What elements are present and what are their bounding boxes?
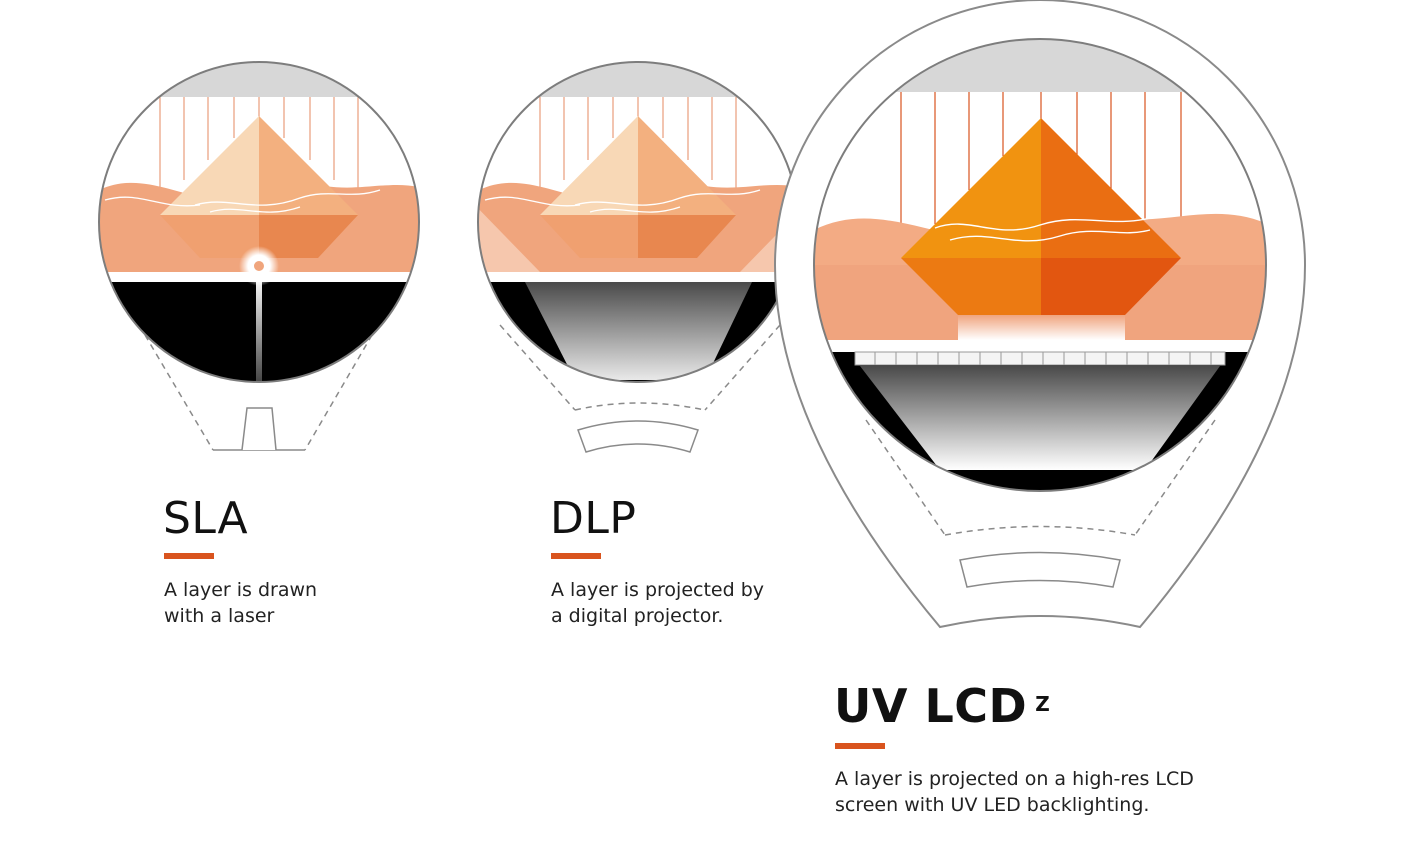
model-right [638, 215, 736, 258]
lcd-screen [854, 351, 1226, 366]
model-left [540, 215, 638, 258]
dlp-description-line2: a digital projector. [551, 605, 724, 627]
sla-title: SLA [163, 493, 249, 544]
model-left-top [901, 118, 1041, 258]
build-plate [478, 62, 798, 97]
light-cone-left [478, 200, 540, 272]
model-left [160, 215, 259, 258]
vat-floor [478, 272, 798, 282]
dlp-projector-icon [477, 61, 799, 453]
dlp-description: A layer is projected by a digital projec… [551, 577, 871, 629]
dlp-title: DLP [550, 493, 637, 544]
projected-light [525, 282, 752, 380]
sla-description: A layer is drawn with a laser [164, 577, 484, 629]
lcd-pixels [874, 352, 1212, 365]
model-left [901, 258, 1041, 315]
model-right-top [1041, 118, 1181, 258]
dlp-vat-view [478, 62, 798, 382]
lcd-superscript: Z [1035, 692, 1051, 716]
model-left-top [540, 116, 638, 215]
sla-lens-rim [98, 61, 420, 383]
sla-laser-icon [98, 61, 420, 451]
model-right [259, 215, 358, 258]
model-right-top [638, 116, 736, 215]
lcd-accent-bar [835, 743, 885, 749]
laser-emitter [241, 407, 277, 451]
dlp-description-line1: A layer is projected by [551, 579, 764, 601]
projector-lens [577, 420, 699, 453]
dlp-accent-bar [551, 553, 601, 559]
model-right [1041, 258, 1181, 315]
lcd-vat-view [814, 39, 1266, 491]
sla-description-line1: A layer is drawn [164, 579, 318, 601]
lcd-description: A layer is projected on a high-res LCD s… [835, 766, 1255, 818]
uv-lcd-icon [773, 0, 1307, 629]
uv-backlight [860, 366, 1220, 470]
lcd-lens-rim [813, 38, 1267, 492]
lcd-housing [865, 419, 1216, 536]
lcd-title: UV LCD Z [834, 680, 1050, 732]
sla-housing [144, 334, 373, 451]
lcd-title-text: UV LCD [834, 679, 1028, 733]
dlp-housing [499, 324, 781, 411]
cure-glow [958, 315, 1125, 340]
build-plate [99, 62, 419, 97]
lcd-description-line1: A layer is projected on a high-res LCD [835, 768, 1194, 790]
vat-floor [814, 340, 1266, 352]
sla-accent-bar [164, 553, 214, 559]
uv-led-array [959, 551, 1121, 588]
laser-beam [256, 282, 262, 382]
model-right-top [259, 116, 358, 215]
lcd-description-line2: screen with UV LED backlighting. [835, 794, 1150, 816]
sla-description-line2: with a laser [164, 605, 275, 627]
model-left-top [160, 116, 259, 215]
sla-vat-view [99, 62, 419, 382]
